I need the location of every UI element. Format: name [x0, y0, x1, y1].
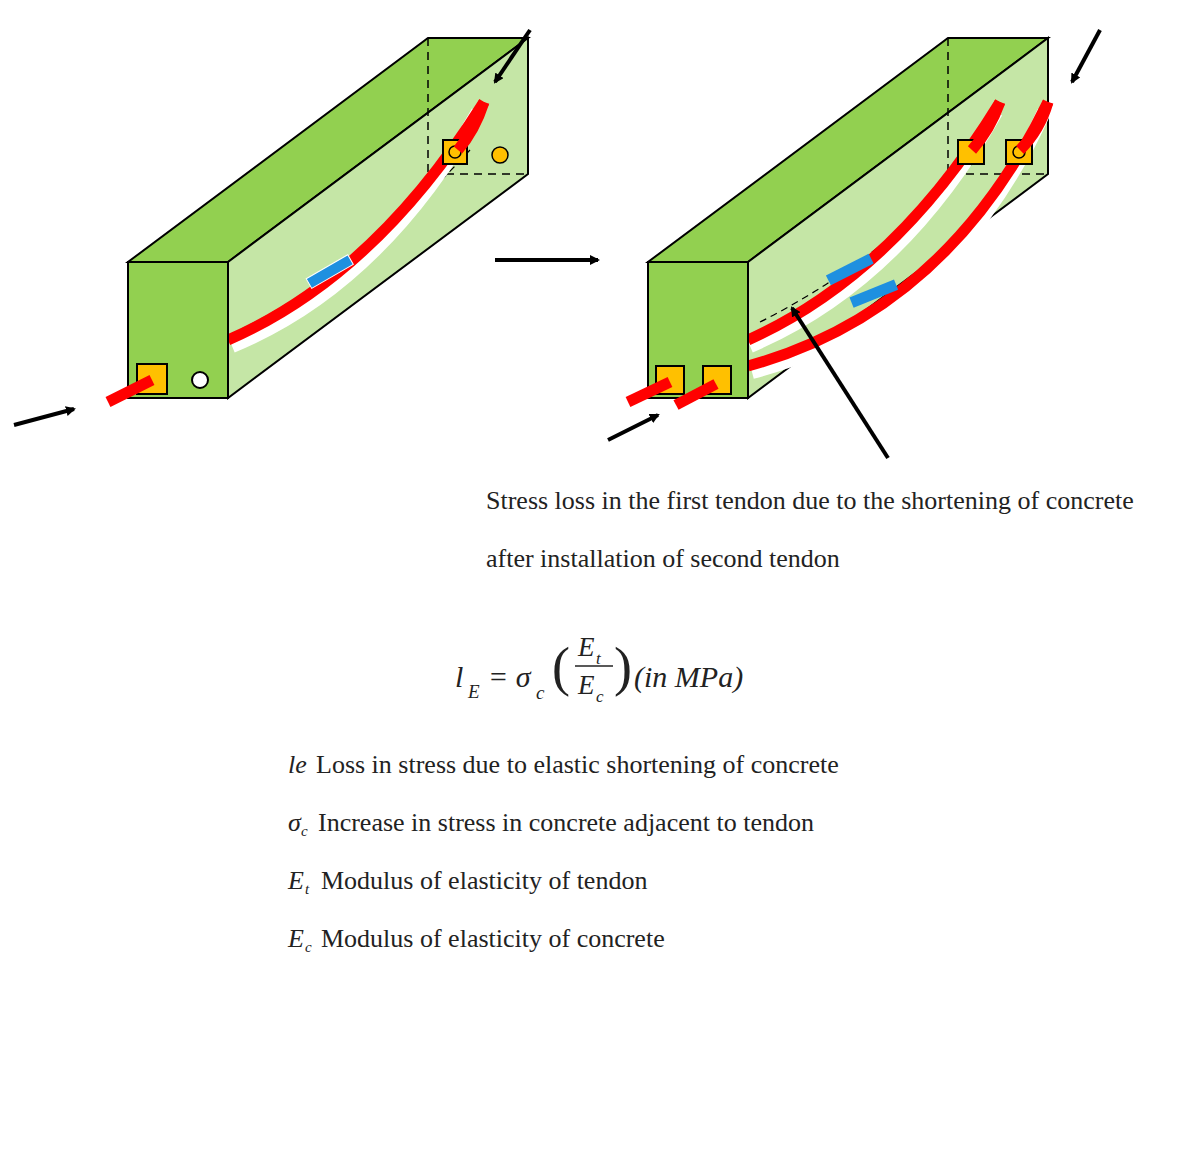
definition-subscript: c	[305, 940, 312, 955]
caption-text: Stress loss in the first tendon due to t…	[486, 472, 1136, 588]
definition-subscript: c	[301, 824, 308, 839]
formula-paren: (	[552, 640, 570, 694]
definition-text: Loss in stress due to elastic shortening…	[316, 752, 839, 778]
formula-symbol: l	[455, 662, 463, 692]
definition-subscript: t	[305, 882, 309, 897]
formula-symbol: = σ	[488, 662, 531, 692]
beam-right	[628, 38, 1048, 405]
definition-symbol: E	[288, 926, 304, 952]
formula-unit: (in MPa)	[634, 662, 743, 692]
formula-symbol: E	[578, 672, 595, 699]
definition-text: Modulus of elasticity of concrete	[321, 926, 665, 952]
definition-symbol: le	[288, 752, 307, 778]
formula-subscript: c	[596, 688, 604, 705]
formula-symbol: E	[578, 634, 595, 661]
formula-subscript: c	[536, 683, 544, 702]
definition-text: Increase in stress in concrete adjacent …	[318, 810, 814, 836]
definition-symbol: σ	[288, 810, 301, 836]
formula-paren: )	[614, 640, 632, 694]
definition-text: Modulus of elasticity of tendon	[321, 868, 647, 894]
formula-subscript: E	[468, 682, 480, 701]
definition-symbol: E	[288, 868, 304, 894]
fraction-bar	[575, 665, 613, 667]
beam-left	[108, 38, 528, 402]
force-arrows	[14, 30, 1100, 458]
formula-subscript: t	[596, 650, 601, 667]
